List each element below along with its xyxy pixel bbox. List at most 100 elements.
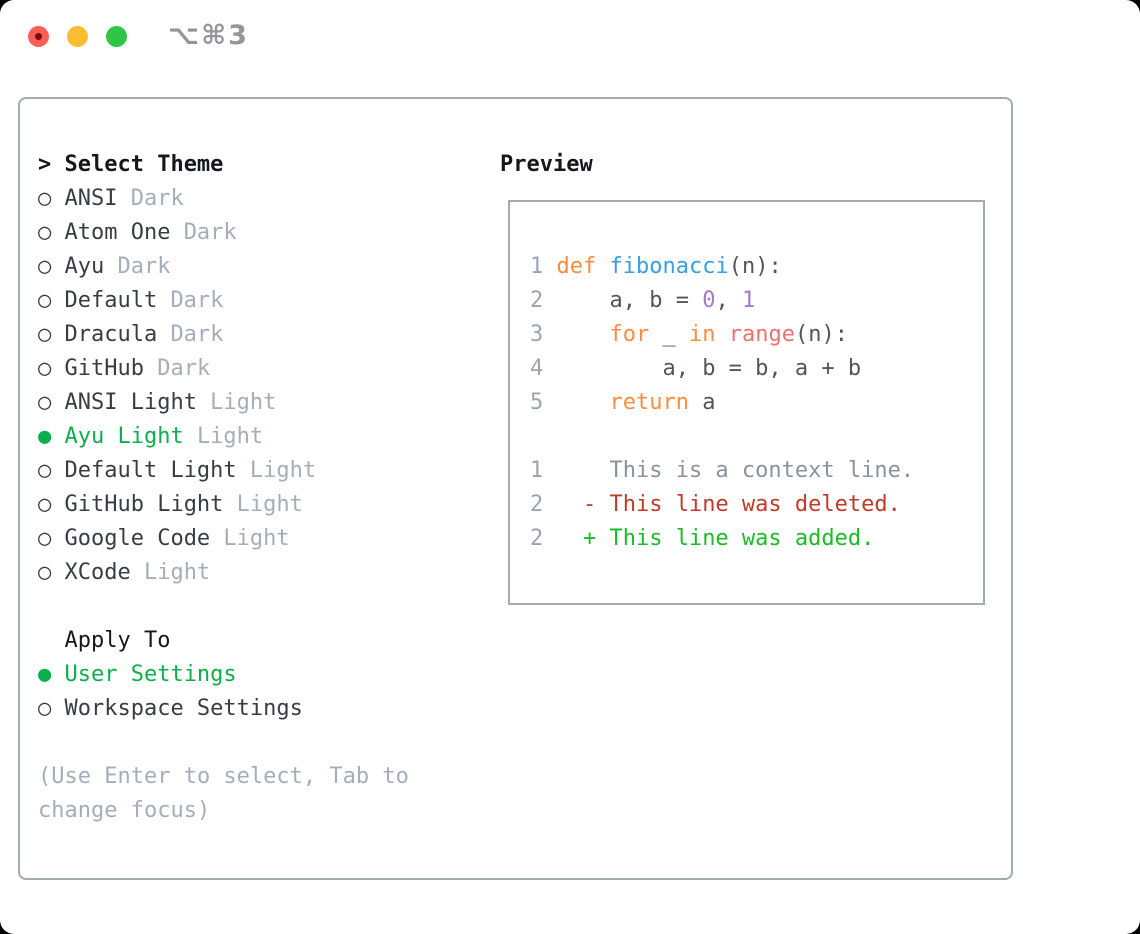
preview-box: 1 def fibonacci(n): 2 a, b = 0, 1 3 for … (508, 200, 985, 605)
code-token-plain: a, b = (543, 288, 703, 313)
radio-unselected-icon: ○ (38, 288, 52, 313)
radio-unselected-icon: ○ (38, 390, 52, 415)
option-label: ANSI Light (64, 390, 197, 415)
traffic-lights (28, 26, 127, 47)
radio-unselected-icon: ○ (38, 254, 52, 279)
radio-unselected-icon: ○ (38, 492, 52, 517)
code-token-const: 1 (741, 288, 756, 313)
radio-unselected-icon: ○ (38, 458, 52, 483)
option-variant-label: Dark (117, 254, 171, 279)
theme-option[interactable]: ○ GitHub Dark (38, 352, 409, 386)
code-token-kw: for (609, 322, 650, 347)
option-label: Atom One (64, 220, 171, 245)
apply-option[interactable]: ○ Workspace Settings (38, 692, 409, 726)
select-theme-header: > Select Theme (38, 148, 409, 182)
code-token-ctx: This is a context line. (543, 458, 915, 483)
code-token-num: 2 (530, 288, 544, 313)
radio-selected-icon: ● (38, 662, 52, 687)
option-label: User Settings (64, 662, 237, 687)
unsaved-dot-icon (35, 33, 42, 40)
code-token-plain (715, 322, 728, 347)
radio-unselected-icon: ○ (38, 696, 52, 721)
hint-text: (Use Enter to select, Tab to change focu… (38, 760, 409, 828)
theme-option[interactable]: ○ Default Light Light (38, 454, 409, 488)
option-label: GitHub (64, 356, 144, 381)
option-variant-label: Light (249, 458, 317, 483)
code-token-kw: return (609, 390, 689, 415)
theme-list-title: Select Theme (64, 152, 224, 177)
option-variant-label: Light (143, 560, 211, 585)
apply-option[interactable]: ● User Settings (38, 658, 409, 692)
code-token-kw: in (688, 322, 716, 347)
option-label: Default (64, 288, 158, 313)
code-token-num: 5 (530, 390, 544, 415)
option-variant-label: Light (196, 424, 264, 449)
code-token-plain: a, b = b, a + b (543, 356, 862, 381)
tab-shortcut-label: ⌥⌘3 (168, 20, 249, 51)
option-label: XCode (64, 560, 131, 585)
code-token-num: 2 (530, 526, 544, 551)
code-token-num: 4 (530, 356, 544, 381)
theme-option[interactable]: ○ Google Code Light (38, 522, 409, 556)
option-label: Ayu Light (64, 424, 184, 449)
code-token-plain: (n): (794, 322, 848, 347)
code-token-plain (543, 322, 609, 347)
option-label: Dracula (64, 322, 158, 347)
radio-unselected-icon: ○ (38, 322, 52, 347)
minimize-button[interactable] (67, 26, 88, 47)
titlebar: ⌥⌘3 (0, 0, 1140, 70)
option-label: Default Light (64, 458, 237, 483)
option-label: ANSI (64, 186, 118, 211)
code-token-del: - This line was deleted. (543, 492, 901, 517)
option-variant-label: Light (236, 492, 303, 517)
theme-option[interactable]: ○ Default Dark (38, 284, 409, 318)
radio-unselected-icon: ○ (38, 186, 52, 211)
code-token-num: 3 (530, 322, 544, 347)
option-variant-label: Dark (183, 220, 237, 245)
radio-selected-icon: ● (38, 424, 52, 449)
option-label: Ayu (64, 254, 105, 279)
theme-option[interactable]: ○ ANSI Dark (38, 182, 409, 216)
cursor-icon: > (38, 152, 52, 177)
radio-unselected-icon: ○ (38, 560, 52, 585)
theme-option[interactable]: ○ Ayu Dark (38, 250, 409, 284)
option-variant-label: Dark (170, 288, 224, 313)
preview-title: Preview (500, 152, 593, 177)
apply-to-header: Apply To (64, 628, 171, 653)
theme-option[interactable]: ○ Dracula Dark (38, 318, 409, 352)
code-token-plain (596, 254, 609, 279)
option-label: Google Code (64, 526, 211, 551)
preview-code: 1 def fibonacci(n): 2 a, b = 0, 1 3 for … (510, 202, 983, 556)
code-token-plain: , (715, 288, 742, 313)
option-variant-label: Dark (157, 356, 211, 381)
theme-option[interactable]: ● Ayu Light Light (38, 420, 409, 454)
code-token-add: + This line was added. (543, 526, 875, 551)
zoom-button[interactable] (106, 26, 127, 47)
option-label: Workspace Settings (64, 696, 303, 721)
code-token-plain (543, 390, 609, 415)
code-token-num: 1 (530, 458, 544, 483)
radio-unselected-icon: ○ (38, 526, 52, 551)
code-token-kw: def (556, 254, 597, 279)
code-token-plain: (n): (728, 254, 782, 279)
option-variant-label: Dark (130, 186, 184, 211)
code-token-fn: fibonacci (609, 254, 729, 279)
option-variant-label: Light (223, 526, 290, 551)
radio-unselected-icon: ○ (38, 356, 52, 381)
theme-option[interactable]: ○ XCode Light (38, 556, 409, 590)
close-button[interactable] (28, 26, 49, 47)
code-token-call: range (728, 322, 795, 347)
theme-option[interactable]: ○ GitHub Light Light (38, 488, 409, 522)
option-variant-label: Dark (170, 322, 224, 347)
hint-line: change focus) (38, 798, 211, 823)
option-label: GitHub Light (64, 492, 224, 517)
code-token-plain (543, 254, 556, 279)
code-token-plain: _ (649, 322, 689, 347)
